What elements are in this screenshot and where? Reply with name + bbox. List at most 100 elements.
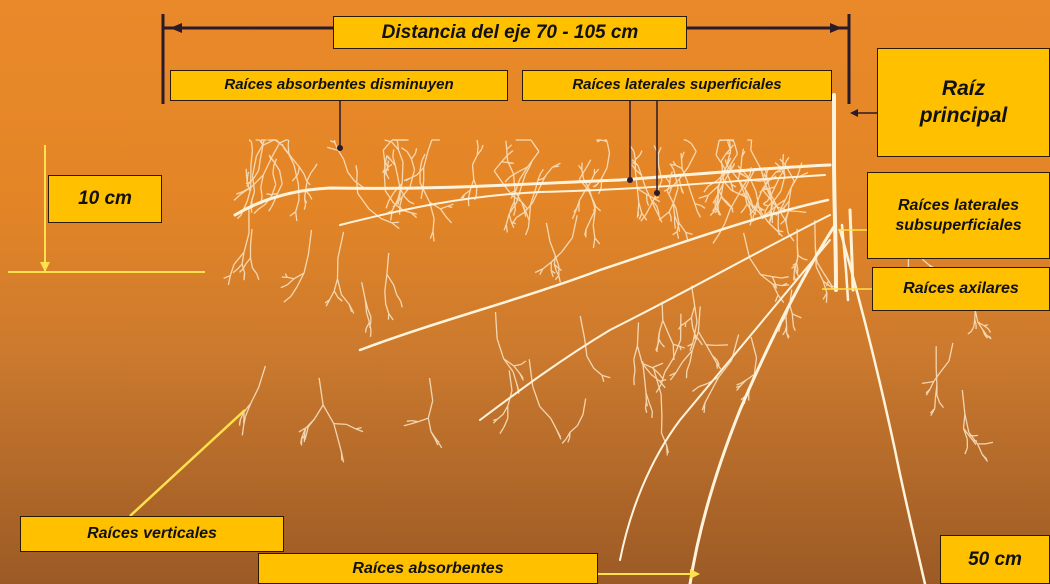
fine-root-segment	[677, 232, 679, 239]
fine-root-segment	[751, 150, 761, 169]
fine-root-segment	[415, 148, 416, 153]
fine-root-segment	[787, 212, 789, 218]
fine-root-segment	[647, 201, 649, 206]
fine-root-segment	[568, 438, 570, 442]
fine-root-segment	[687, 180, 691, 193]
fine-root-segment	[681, 187, 682, 192]
fine-root-segment	[634, 346, 638, 360]
fine-root-segment	[304, 254, 308, 273]
fine-root-segment	[697, 212, 700, 218]
fine-root-segment	[385, 291, 386, 304]
fine-root-segment	[334, 279, 337, 291]
fine-root-segment	[280, 140, 287, 143]
fine-root-segment	[394, 285, 397, 295]
fine-root-segment	[922, 383, 927, 384]
fine-root-segment	[299, 167, 304, 174]
fine-root-segment	[797, 263, 798, 269]
fine-root-segment	[663, 212, 669, 217]
fine-root-segment	[237, 264, 242, 269]
fine-root-segment	[248, 172, 249, 177]
absorbent-label-text: Raíces absorbentes	[352, 559, 503, 579]
fine-root-segment	[782, 277, 789, 278]
superficial-lateral-label-text: Raíces laterales superficiales	[572, 76, 781, 95]
fine-root-segment	[673, 232, 677, 235]
fine-root-segment	[661, 372, 665, 384]
fine-root-segment	[682, 159, 683, 169]
fine-root-segment	[497, 414, 503, 419]
fine-root-segment	[692, 286, 695, 306]
fine-root-segment	[531, 140, 539, 152]
fine-root-segment	[586, 221, 590, 230]
fine-root-segment	[582, 170, 584, 179]
fine-root-segment	[716, 155, 724, 167]
fine-root-segment	[517, 212, 525, 217]
fine-root-segment	[242, 427, 243, 435]
fine-root-segment	[344, 159, 348, 172]
fine-root-segment	[637, 189, 639, 203]
fine-root-segment	[507, 149, 508, 160]
fine-root-segment	[500, 427, 504, 433]
fine-root-segment	[988, 329, 990, 333]
fine-root-segment	[334, 424, 338, 440]
main-root-label-line1: Raíz	[942, 76, 985, 102]
fine-root-segment	[341, 295, 349, 305]
fine-root-segment	[593, 226, 595, 239]
fine-root-segment	[975, 311, 976, 320]
fine-root-segment	[637, 189, 646, 195]
fine-root-segment	[383, 150, 384, 160]
fine-root-segment	[744, 204, 747, 209]
fine-root-segment	[940, 403, 944, 408]
depth-10-label-text: 10 cm	[78, 187, 132, 211]
fine-root-segment	[803, 259, 808, 260]
fine-root-segment	[652, 365, 658, 368]
fine-root-segment	[699, 383, 708, 387]
fine-root-segment	[751, 337, 756, 358]
fine-root-segment	[764, 205, 768, 206]
fine-root-segment	[704, 186, 708, 192]
fine-root-segment	[705, 392, 711, 403]
fine-root-segment	[392, 199, 398, 211]
absorbent-decrease-label: Raíces absorbentes disminuyen	[170, 70, 508, 101]
fine-root-segment	[962, 390, 965, 414]
fine-root-segment	[259, 159, 261, 170]
fine-root-segment	[497, 339, 504, 359]
fine-root-segment	[786, 316, 787, 325]
fine-root-segment	[513, 372, 517, 384]
fine-root-segment	[555, 276, 559, 280]
fine-root-segment	[418, 418, 428, 422]
depth-50-label-text: 50 cm	[968, 548, 1022, 572]
leader-arrowheads	[40, 23, 858, 579]
fine-root-segment	[687, 362, 690, 371]
fine-root-segment	[338, 232, 344, 258]
fine-root-segment	[734, 141, 738, 153]
fine-root-segment	[323, 405, 334, 424]
fine-root-segment	[387, 253, 389, 274]
fine-root-segment	[266, 194, 271, 195]
fine-root-segment	[246, 258, 251, 264]
fine-root-segment	[593, 238, 595, 248]
fine-root-segment	[424, 151, 428, 167]
fine-root-segment	[686, 318, 692, 323]
fine-root-segment	[385, 191, 393, 203]
fine-root-segment	[949, 343, 953, 361]
fine-root-segment	[965, 414, 969, 432]
fine-root-segment	[758, 188, 763, 200]
vertical-label-text: Raíces verticales	[87, 524, 217, 544]
fine-root-segment	[496, 312, 498, 339]
fine-root-segment	[717, 363, 718, 369]
fine-root-segment	[559, 276, 561, 283]
fine-root-segment	[338, 297, 342, 300]
fine-root-segment	[695, 322, 697, 334]
fine-root-segment	[693, 327, 695, 334]
fine-root-segment	[562, 439, 566, 444]
leader-dot	[654, 190, 660, 196]
fine-root-segment	[940, 361, 949, 372]
fine-root-segment	[397, 295, 401, 302]
fine-root-segment	[397, 140, 398, 142]
fine-root-segment	[594, 169, 598, 174]
fine-root-segment	[789, 211, 799, 212]
fine-root-segment	[296, 200, 299, 212]
fine-root-segment	[327, 147, 332, 149]
fine-root-segment	[778, 226, 779, 236]
distance-label-text: Distancia del eje 70 - 105 cm	[382, 21, 639, 45]
